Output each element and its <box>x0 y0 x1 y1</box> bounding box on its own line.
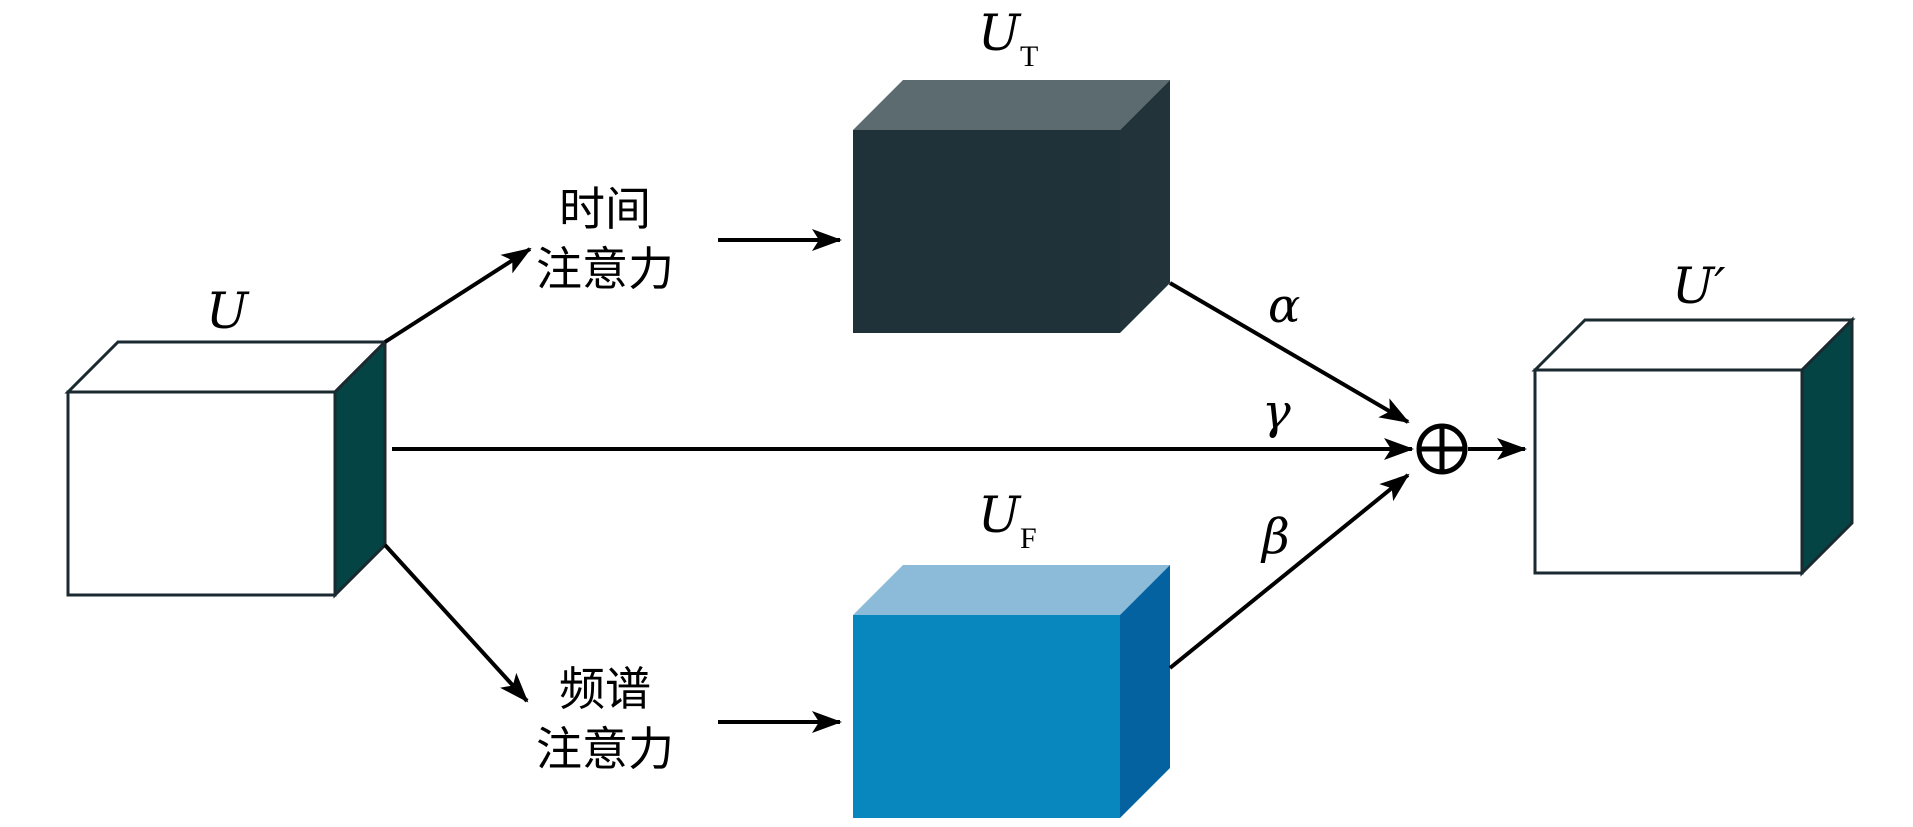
weight-beta-label: β <box>1260 509 1290 565</box>
freq-attention-label-line1: 频谱 <box>559 662 651 716</box>
input-block-top-face <box>64 340 389 394</box>
sum-operator-icon <box>1416 423 1468 475</box>
input-label: U <box>206 282 250 340</box>
arrow-input-to-freq-attention <box>383 543 529 703</box>
input-label-base: U <box>206 282 250 340</box>
freq-output-block <box>853 565 1170 818</box>
output-label: U′ <box>1672 257 1726 315</box>
input-block-front-face <box>66 390 337 597</box>
output-block-top-face <box>1531 318 1856 372</box>
freq-block-front-face <box>853 615 1120 818</box>
freq-block-top-face <box>853 565 1170 615</box>
freq-attention-label-line2: 注意力 <box>536 722 674 776</box>
arrow-input-to-time-attention <box>383 247 532 344</box>
arrow-ut-to-sum <box>1168 281 1410 424</box>
time-block-side-face <box>1120 80 1170 333</box>
time-output-block <box>853 80 1170 333</box>
time-block-front-face <box>853 130 1120 333</box>
time-output-label-sub: T <box>1020 40 1038 73</box>
output-block-u-prime <box>1531 316 1856 577</box>
input-block-u <box>64 338 389 599</box>
time-output-label-base: U <box>978 4 1022 62</box>
time-output-label: U <box>978 4 1022 62</box>
freq-output-label-sub: F <box>1020 522 1037 555</box>
arrow-uf-to-sum <box>1168 473 1410 670</box>
time-block-top-face <box>853 80 1170 130</box>
freq-output-label: U <box>978 486 1022 544</box>
freq-output-label-base: U <box>978 486 1022 544</box>
time-attention-label-line2: 注意力 <box>536 242 674 296</box>
weight-alpha-label: α <box>1268 278 1300 334</box>
freq-block-side-face <box>1120 565 1170 818</box>
output-block-front-face <box>1533 368 1804 575</box>
time-attention-label-line1: 时间 <box>559 182 651 236</box>
weight-gamma-label: γ <box>1262 384 1291 440</box>
